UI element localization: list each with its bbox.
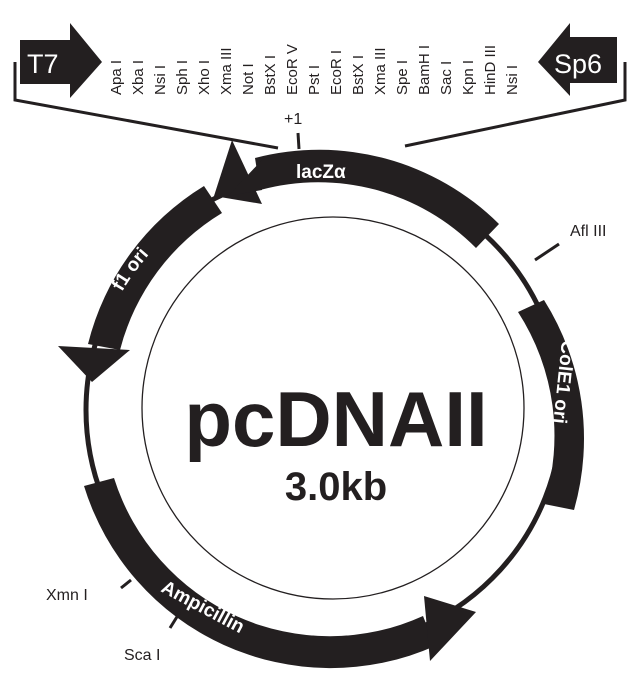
sp6-label: Sp6 (554, 49, 602, 79)
mcs-site: Xma III (218, 47, 235, 95)
mcs-sites: Apa I Xba I Nsi I Sph I Xho I Xma III No… (108, 44, 521, 95)
mcs-site: Pst I (306, 65, 323, 95)
mcs-site: Xma III (372, 47, 389, 95)
mcs-site: Apa I (108, 60, 125, 95)
mcs-site: Spe I (394, 60, 411, 95)
start-marker: +1 (284, 111, 302, 150)
mcs-site: Nsi I (504, 65, 521, 95)
sca1-site: Sca I (124, 611, 182, 664)
mcs-site: BstX I (262, 55, 279, 95)
mcs-bracket (13, 62, 627, 150)
f1-ori-feature: f1 ori (58, 186, 222, 382)
afl3-label: Afl III (570, 223, 606, 240)
mcs-site: Nsi I (152, 65, 169, 95)
xmn1-label: Xmn I (46, 587, 88, 604)
f1-ori-arrowhead (58, 346, 130, 382)
mcs-site: Xho I (196, 60, 213, 95)
plasmid-name: pcDNAII (184, 375, 487, 463)
xmn1-site: Xmn I (46, 578, 132, 604)
mcs-site: Not I (240, 63, 257, 95)
mcs-site: Sph I (174, 60, 191, 95)
plasmid-size: 3.0kb (285, 465, 387, 509)
mcs-site: EcoR I (328, 50, 345, 95)
start-marker-label: +1 (284, 111, 302, 128)
sp6-promoter: Sp6 (538, 23, 617, 96)
mcs-site: HinD III (482, 45, 499, 95)
ampicillin-arrowhead (424, 596, 476, 661)
ampicillin-feature: Ampicillin (84, 478, 476, 669)
inner-circle (141, 216, 525, 600)
mcs-site: BamH I (416, 45, 433, 95)
afl3-site: Afl III (534, 223, 606, 262)
mcs-site: Xba I (130, 60, 147, 95)
mcs-site: BstX I (350, 55, 367, 95)
mcs-site: Kpn I (460, 60, 477, 95)
lacz-feature: lacZα (214, 140, 499, 248)
cole1-ori-feature: ColE1 ori (518, 300, 585, 510)
mcs-site: EcoR V (284, 44, 301, 95)
lacz-label: lacZα (296, 162, 346, 183)
sca1-label: Sca I (124, 647, 160, 664)
t7-label: T7 (27, 49, 59, 79)
mcs-site: Sac I (438, 61, 455, 95)
t7-promoter: T7 (20, 23, 102, 98)
